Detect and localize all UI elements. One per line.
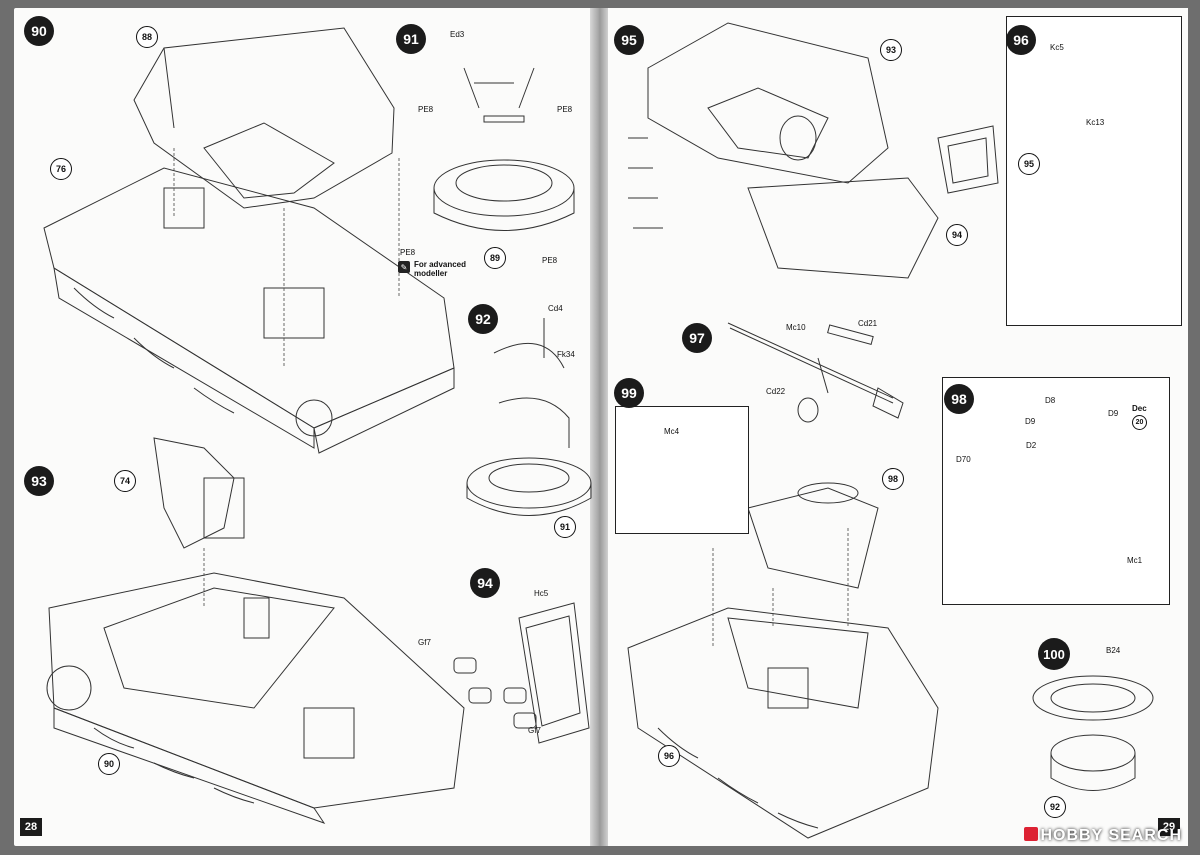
part-label: PE8: [400, 248, 416, 257]
step-number: 93: [24, 466, 54, 496]
part-label: PE8: [418, 105, 434, 114]
part-label: Kc13: [1086, 118, 1105, 127]
right-page: 95 96 97 99 98 100 93 94 95 98 96 92 Kc5…: [608, 8, 1188, 846]
step-number: 100: [1038, 638, 1070, 670]
detail-box-98: [942, 377, 1170, 605]
step-97-gun-drawing: [727, 322, 904, 423]
part-callout: 95: [1018, 153, 1040, 175]
step-number: 98: [944, 384, 974, 414]
advanced-line-2: modeller: [414, 269, 448, 278]
part-callout: 91: [554, 516, 576, 538]
part-callout: 96: [658, 745, 680, 767]
page-number-right: 29: [1158, 818, 1180, 836]
step-number: 94: [470, 568, 500, 598]
step-number: 95: [614, 25, 644, 55]
part-label: PE8: [557, 105, 573, 114]
decal-callout: 20: [1132, 415, 1147, 430]
part-callout: 98: [882, 468, 904, 490]
step-number: 96: [1006, 25, 1036, 55]
part-label: Dec: [1132, 404, 1147, 413]
part-label: D2: [1026, 441, 1037, 450]
part-label: Ed3: [450, 30, 465, 39]
step-94-plate-drawing: [453, 602, 590, 744]
step-number: 92: [468, 304, 498, 334]
part-label: Hc5: [534, 589, 549, 598]
advanced-modeller-note: For advanced modeller: [414, 260, 466, 278]
book-gutter: [590, 8, 608, 846]
part-label: Cd22: [766, 387, 786, 396]
part-callout: 93: [880, 39, 902, 61]
part-label: Mc1: [1127, 556, 1143, 565]
detail-box-99: [615, 406, 749, 534]
advanced-line-1: For advanced: [414, 260, 467, 269]
part-label: PE8: [542, 256, 558, 265]
step-100-ring-drawing: [1032, 675, 1154, 791]
part-label: B24: [1106, 646, 1121, 655]
part-label: D9: [1025, 417, 1036, 426]
part-callout: 90: [98, 753, 120, 775]
page-number-left: 28: [20, 818, 42, 836]
watermark: HOBBY SEARCH: [1023, 827, 1183, 845]
part-label: Kc5: [1050, 43, 1064, 52]
watermark-text: HOBBY SEARCH: [1040, 827, 1182, 844]
advanced-modeller-icon: ✎: [398, 261, 410, 273]
left-page: 90 91 92 93 94 88 76 89 91 74 90 Ed3 PE8…: [14, 8, 592, 846]
step-92-ring-drawing: [466, 318, 592, 516]
part-label: D9: [1108, 409, 1119, 418]
step-number: 91: [396, 24, 426, 54]
part-callout: 88: [136, 26, 158, 48]
part-label: Cd21: [858, 319, 878, 328]
step-number: 90: [24, 16, 54, 46]
part-callout: 92: [1044, 796, 1066, 818]
step-91-ring-drawing: [433, 67, 575, 231]
part-callout: 76: [50, 158, 72, 180]
step-number: 97: [682, 323, 712, 353]
part-label: Mc4: [664, 427, 680, 436]
part-label: Fk34: [557, 350, 575, 359]
part-label: D70: [956, 455, 971, 464]
part-label: Mc10: [786, 323, 806, 332]
step-95-hull-drawing: [628, 22, 999, 279]
part-callout: 94: [946, 224, 968, 246]
step-93-hull-drawing: [46, 437, 465, 824]
hobby-search-logo-icon: [1023, 827, 1038, 841]
part-callout: 74: [114, 470, 136, 492]
part-callout: 89: [484, 247, 506, 269]
part-label: Cd4: [548, 304, 563, 313]
part-label: Gf7: [528, 726, 541, 735]
part-label: D8: [1045, 396, 1056, 405]
step-number: 99: [614, 378, 644, 408]
step-90-hull-drawing: [43, 27, 455, 454]
part-label: Gf7: [418, 638, 431, 647]
